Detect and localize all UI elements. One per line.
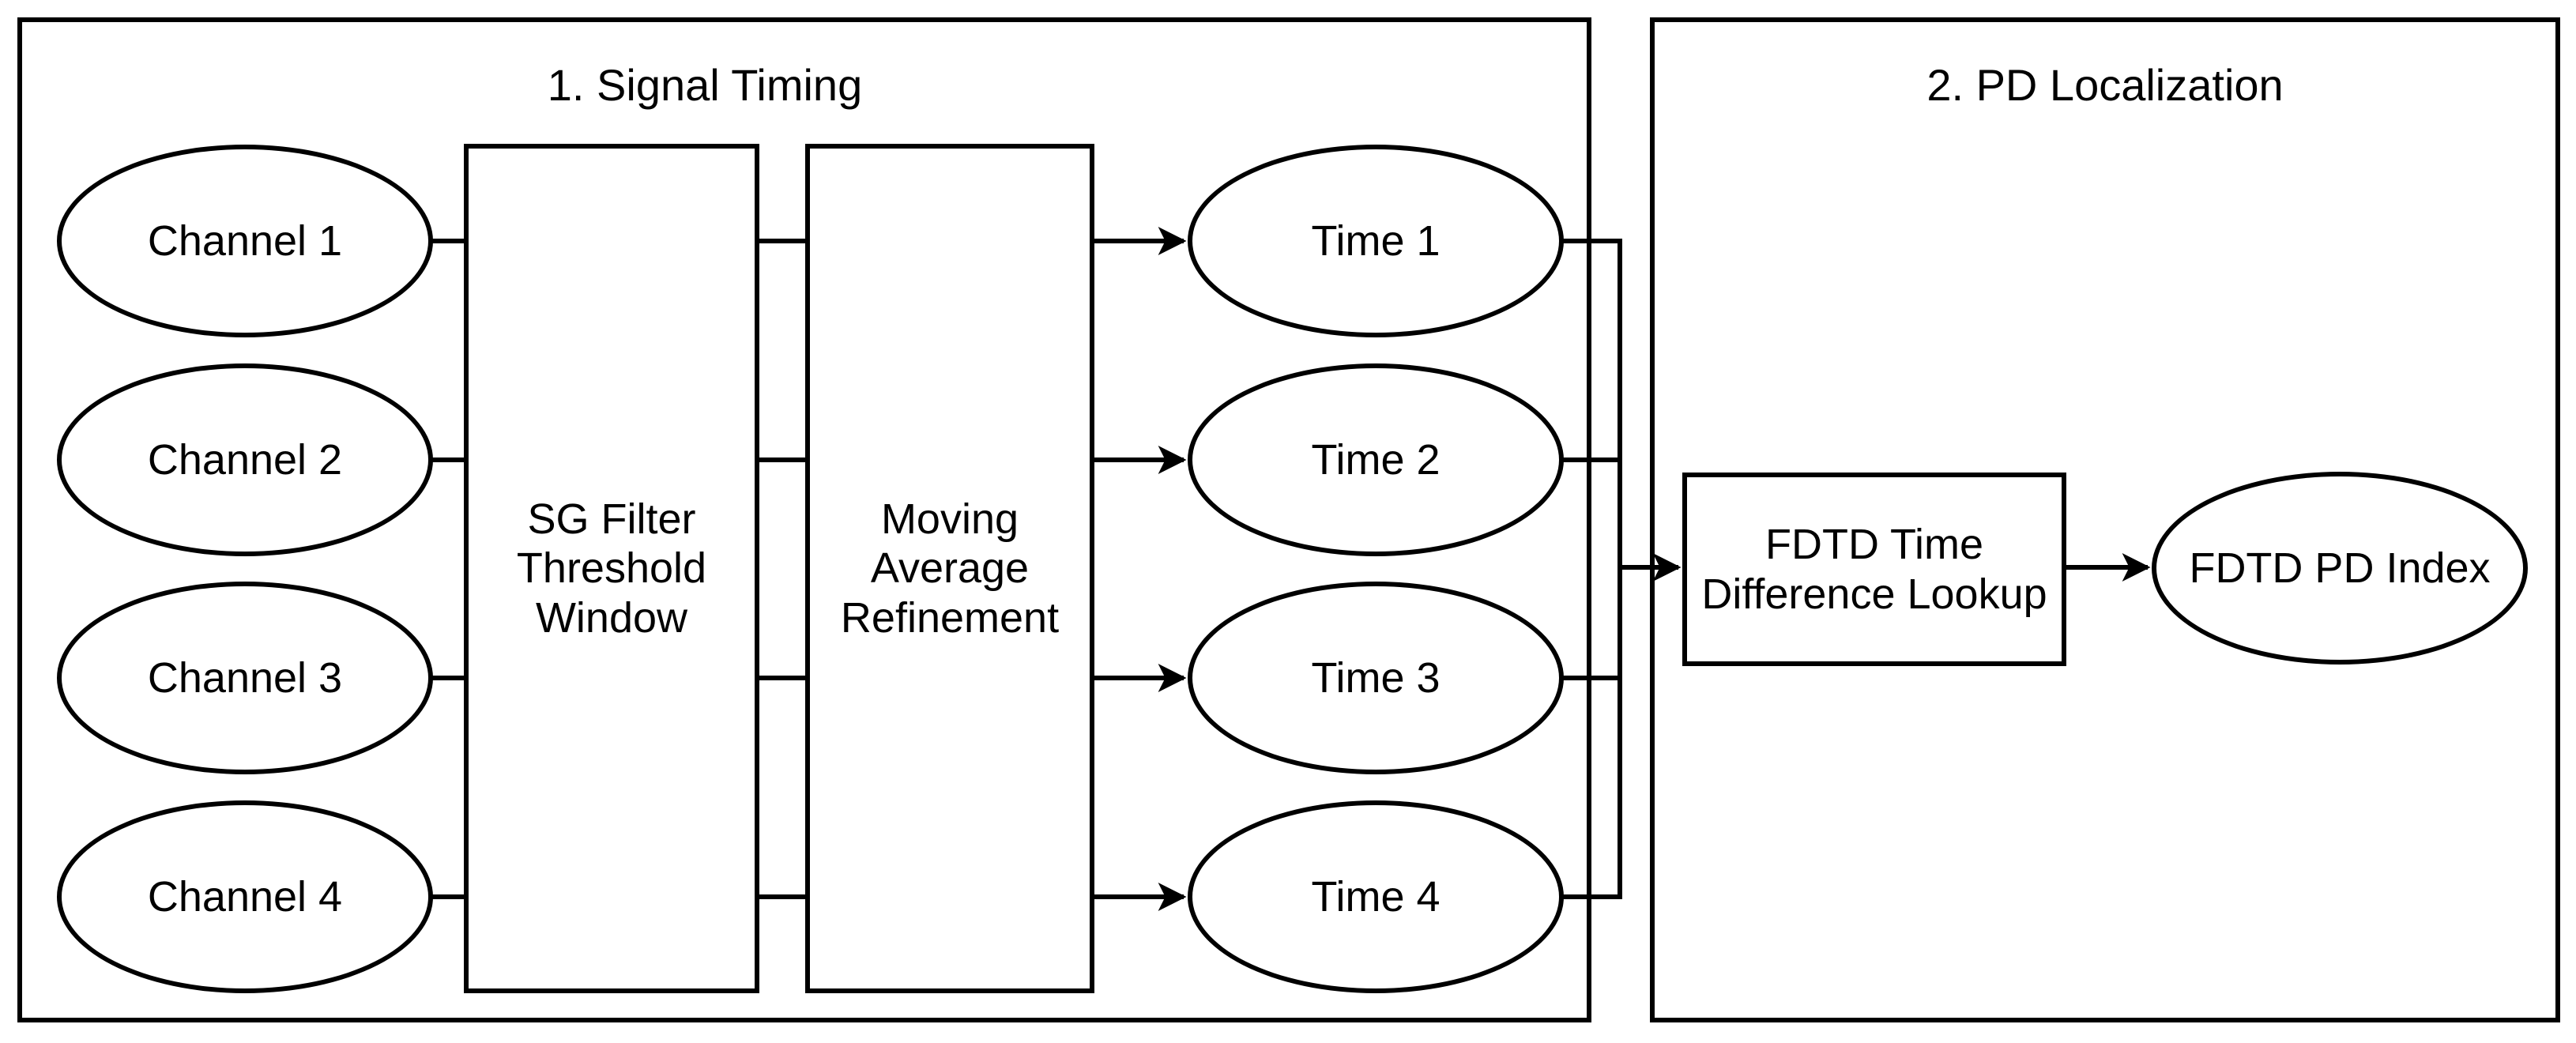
fdtd-lookup-box: FDTD Time Difference Lookup: [1682, 473, 2066, 666]
channel-4-label: Channel 4: [147, 872, 343, 921]
time-1-ellipse: Time 1: [1188, 145, 1564, 337]
moving-average-label-line1: Moving: [880, 495, 1019, 543]
signal-timing-section-box: [17, 17, 1591, 1022]
time-3-ellipse: Time 3: [1188, 582, 1564, 774]
time-3-label: Time 3: [1311, 653, 1441, 702]
sg-filter-label-line3: Window: [535, 593, 688, 642]
time-4-label: Time 4: [1311, 872, 1441, 921]
moving-average-label-line3: Refinement: [840, 593, 1060, 642]
channel-2-ellipse: Channel 2: [57, 363, 433, 556]
moving-average-label-line2: Average: [870, 544, 1030, 593]
pd-localization-section-box: [1650, 17, 2560, 1022]
fdtd-lookup-label-line1: FDTD Time: [1765, 520, 1983, 568]
sg-filter-label-line1: SG Filter: [527, 495, 696, 543]
sg-filter-label-line2: Threshold: [516, 544, 707, 593]
time-1-label: Time 1: [1311, 217, 1441, 265]
fdtd-pd-index-ellipse: FDTD PD Index: [2152, 472, 2528, 665]
channel-4-ellipse: Channel 4: [57, 800, 433, 993]
time-2-label: Time 2: [1311, 435, 1441, 484]
moving-average-box: Moving Average Refinement: [805, 144, 1094, 993]
signal-timing-section-title: 1. Signal Timing: [547, 60, 863, 111]
channel-1-ellipse: Channel 1: [57, 145, 433, 337]
fdtd-pd-index-label: FDTD PD Index: [2189, 544, 2491, 592]
channel-3-label: Channel 3: [147, 653, 343, 702]
time-4-ellipse: Time 4: [1188, 800, 1564, 993]
fdtd-lookup-label-line2: Difference Lookup: [1701, 570, 2047, 618]
pd-localization-section-title: 2. PD Localization: [1926, 60, 2284, 111]
sg-filter-box: SG Filter Threshold Window: [464, 144, 759, 993]
channel-3-ellipse: Channel 3: [57, 582, 433, 774]
channel-2-label: Channel 2: [147, 435, 343, 484]
time-2-ellipse: Time 2: [1188, 363, 1564, 556]
channel-1-label: Channel 1: [147, 217, 343, 265]
